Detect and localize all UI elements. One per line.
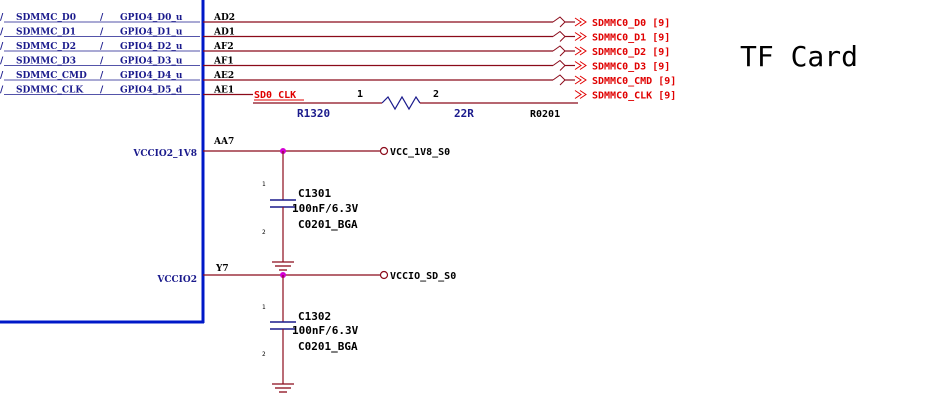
pin-gpio: GPIO4_D2_u: [120, 42, 183, 52]
offpage-connector-icon: [579, 90, 587, 99]
pin-ball: AD2: [213, 13, 235, 23]
power-port: [379, 270, 389, 280]
resistor-ref: R1320: [297, 107, 330, 120]
resistor-r1320: SD0_CLK 1 2 R1320 22R R0201: [253, 89, 578, 120]
cap-pin1: 1: [262, 304, 266, 311]
net-label: SDMMC0_CLK [9]: [592, 91, 676, 102]
capacitor-c1302: 1 2 C1302 100nF/6.3V C0201_BGA: [262, 304, 359, 358]
offpage-connector-icon: [579, 17, 587, 27]
resistor-symbol: [381, 95, 421, 111]
power-net-label: VCCIO_SD_S0: [390, 271, 456, 282]
pin-slash: /: [100, 42, 104, 52]
offpage-connector-icon: [579, 75, 587, 85]
pin-slash: /: [100, 13, 104, 23]
pin-gpio: GPIO4_D1_u: [120, 28, 183, 38]
offpage-connector-icon: [574, 75, 582, 85]
power-pin-vccio2: VCCIO2 Y7 VCCIO_SD_S0 1 2 C1302 100nF/6.…: [156, 264, 456, 393]
resistor-value: 22R: [454, 107, 474, 120]
capacitor-c1301: 1 2 C1301 100nF/6.3V C0201_BGA: [262, 181, 359, 236]
pin-function: SDMMC_D0: [16, 13, 76, 23]
offpage-connector-icon: [579, 46, 587, 56]
pin-slash: /: [0, 13, 4, 23]
net-label: SDMMC0_D1 [9]: [592, 33, 670, 44]
pin-slash: /: [0, 57, 4, 67]
ground-icon: [272, 383, 294, 393]
pin-function: SDMMC_CMD: [16, 71, 87, 81]
net-break-icon: [552, 59, 566, 71]
net-break-icon: [552, 45, 566, 57]
net-break-icon: [552, 74, 566, 86]
cap-value: 100nF/6.3V: [292, 202, 359, 215]
cap-footprint: C0201_BGA: [298, 218, 358, 231]
pin-slash: /: [100, 71, 104, 81]
pin-gpio: GPIO4_D5_d: [120, 86, 183, 96]
pin-ball: AF1: [213, 57, 234, 67]
pin-function: SDMMC_D1: [16, 28, 76, 38]
cap-pin2: 2: [262, 351, 266, 358]
pin-slash: /: [100, 86, 104, 96]
page-title: TF Card: [740, 40, 858, 73]
power-net-label: VCC_1V8_S0: [390, 147, 450, 158]
net-break-icon: [552, 30, 566, 42]
offpage-connector-icon: [579, 61, 587, 70]
pin-gpio: GPIO4_D0_u: [120, 13, 183, 23]
cap-ref: C1302: [298, 310, 331, 323]
pin-function: SDMMC_CLK: [16, 86, 84, 96]
power-pin-name: VCCIO2: [156, 275, 197, 285]
clk-net-label: SD0_CLK: [254, 90, 296, 101]
net-label: SDMMC0_D3 [9]: [592, 62, 670, 73]
power-pin-ball: AA7: [213, 137, 234, 147]
ground-icon: [272, 261, 294, 271]
pin-slash: /: [0, 71, 4, 81]
offpage-connector-icon: [579, 32, 587, 41]
cap-value: 100nF/6.3V: [292, 324, 359, 337]
cap-ref: C1301: [298, 187, 331, 200]
pin-ball: AF2: [213, 42, 234, 52]
offpage-connector-icon: [574, 61, 582, 70]
pin-slash: /: [0, 86, 4, 96]
power-pin-ball: Y7: [215, 264, 229, 274]
offpage-connector-icon: [574, 17, 582, 27]
pin-function: SDMMC_D2: [16, 42, 76, 52]
power-pin-vccio2-1v8: VCCIO2_1V8 AA7 VCC_1V8_S0 1 2 C1301 100n…: [132, 137, 450, 271]
pin-ball: AE2: [213, 71, 234, 81]
pin-gpio: GPIO4_D4_u: [120, 71, 183, 81]
cap-footprint: C0201_BGA: [298, 340, 358, 353]
resistor-pin2: 2: [433, 89, 439, 100]
net-label: SDMMC0_D2 [9]: [592, 47, 670, 58]
net-break-icon: [552, 16, 566, 28]
pin-ball: AD1: [213, 28, 235, 38]
power-pin-name: VCCIO2_1V8: [132, 149, 197, 159]
offpage-connector-icon: [574, 32, 582, 41]
pin-slash: /: [0, 28, 4, 38]
resistor-pin1: 1: [357, 89, 363, 100]
pin-gpio: GPIO4_D3_u: [120, 57, 183, 67]
net-label: SDMMC0_CMD [9]: [592, 76, 676, 87]
cap-pin1: 1: [262, 181, 266, 188]
pin-ball: AE1: [213, 86, 234, 96]
offpage-connector-icon: [574, 46, 582, 56]
resistor-footprint: R0201: [530, 109, 560, 120]
pin-slash: /: [0, 42, 4, 52]
pin-slash: /: [100, 28, 104, 38]
offpage-connector-icon: [574, 90, 582, 99]
net-label: SDMMC0_D0 [9]: [592, 18, 670, 29]
cap-pin2: 2: [262, 229, 266, 236]
power-port: [379, 146, 389, 156]
ic-body: [0, 0, 205, 324]
pin-slash: /: [100, 57, 104, 67]
pin-function: SDMMC_D3: [16, 57, 76, 67]
